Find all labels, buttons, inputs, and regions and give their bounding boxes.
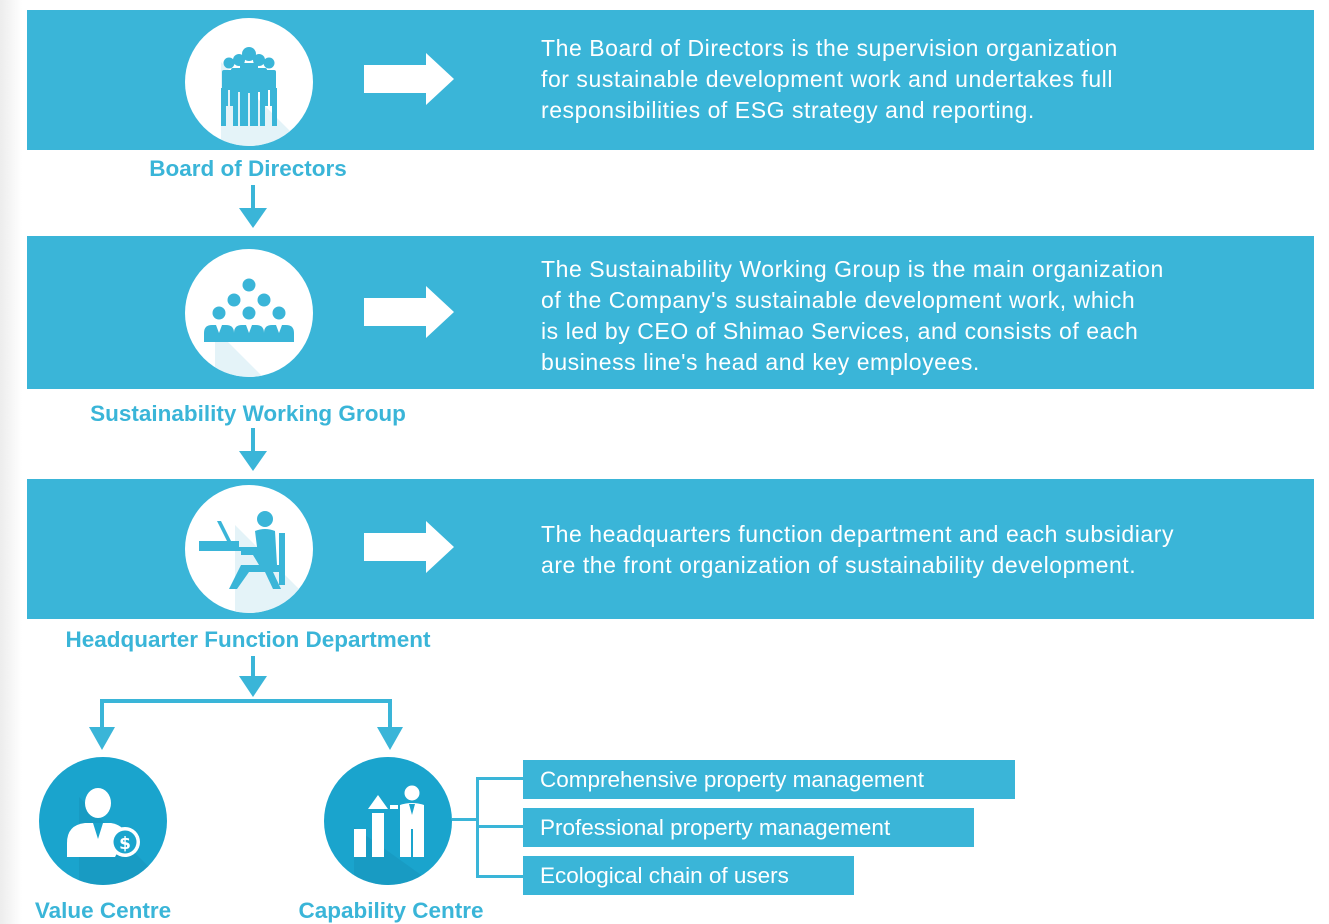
down-arrow-1-icon [239, 208, 267, 228]
board-icon-circle [185, 18, 313, 146]
branch-left-arrow-icon [89, 727, 115, 750]
branch-line [100, 699, 392, 703]
office-worker-icon [199, 511, 313, 613]
capability-item-ecological: Ecological chain of users [523, 856, 854, 895]
capability-centre-icon-circle [324, 757, 452, 885]
down-arrow-3-icon [239, 676, 267, 697]
growth-bars-person-icon [354, 785, 436, 885]
working-group-description: The Sustainability Working Group is the … [541, 256, 1164, 375]
capability-item-comprehensive: Comprehensive property management [523, 760, 1015, 799]
department-icon-circle [185, 485, 313, 613]
board-arrow-icon [364, 53, 454, 105]
down-arrow-2-shaft [251, 428, 255, 454]
capability-centre-label: Capability Centre [298, 898, 484, 923]
working-group-label: Sustainability Working Group [90, 401, 406, 426]
branch-right-arrow-icon [377, 727, 403, 750]
down-arrow-3-shaft [251, 656, 255, 678]
team-pyramid-icon [204, 278, 294, 377]
down-arrow-2-icon [239, 451, 267, 471]
department-arrow-icon [364, 521, 454, 573]
department-label: Headquarter Function Department [65, 627, 431, 652]
dollar-sign-icon: $ [119, 834, 131, 854]
capability-item-professional: Professional property management [523, 808, 974, 847]
board-description: The Board of Directors is the supervisio… [541, 35, 1118, 123]
working-group-icon-circle [185, 249, 313, 377]
people-group-icon [221, 47, 313, 146]
working-group-arrow-icon [364, 286, 454, 338]
department-description: The headquarters function department and… [541, 521, 1175, 578]
down-arrow-1-shaft [251, 185, 255, 209]
value-centre-label: Value Centre [34, 898, 172, 923]
value-centre-icon-circle: $ [39, 757, 167, 885]
board-label: Board of Directors [149, 156, 347, 181]
person-money-icon: $ [67, 788, 167, 885]
